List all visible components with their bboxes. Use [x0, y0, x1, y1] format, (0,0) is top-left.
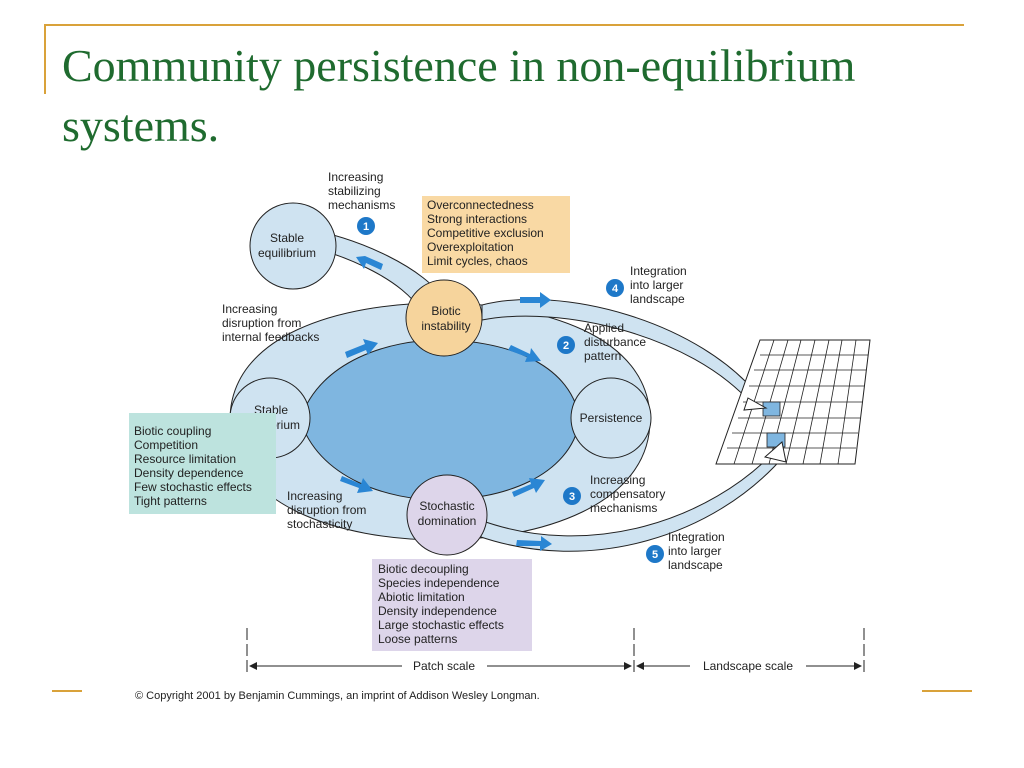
box-item: Few stochastic effects [134, 480, 252, 494]
box-item: Overconnectedness [427, 198, 534, 212]
title-accent-rule [44, 24, 964, 26]
scale-bar [246, 628, 865, 672]
node-persistence: Persistence [570, 377, 652, 459]
label-line: Integration [668, 530, 725, 544]
marker-3: 3 [563, 487, 581, 505]
copyright-notice: © Copyright 2001 by Benjamin Cummings, a… [135, 690, 540, 702]
label-line: Integration [630, 264, 687, 278]
box-item: Species independence [378, 576, 500, 590]
box-item: Loose patterns [378, 632, 457, 646]
box-stable-equilibrium-traits: Biotic coupling Competition Resource lim… [129, 413, 276, 514]
box-item: Density dependence [134, 466, 244, 480]
box-item: Limit cycles, chaos [427, 254, 528, 268]
patch-scale-label: Patch scale [413, 659, 475, 673]
box-item: Strong interactions [427, 212, 527, 226]
label-line: disruption from [222, 316, 301, 330]
label-line: stabilizing [328, 184, 381, 198]
label-disruption-internal: Increasing disruption from internal feed… [222, 302, 319, 344]
flow-arrow-upper-left [345, 339, 378, 358]
marker-1: 1 [357, 217, 375, 235]
box-item: Competition [134, 438, 198, 452]
box-item: Competitive exclusion [427, 226, 544, 240]
node-stable-equilibrium-top: Stable equilibrium [249, 202, 337, 290]
node-label-line: domination [418, 514, 477, 528]
node-label-line: equilibrium [258, 246, 316, 260]
label-integration-top: Integration into larger landscape [630, 264, 687, 306]
label-line: landscape [630, 292, 685, 306]
label-integration-bottom: Integration into larger landscape [668, 530, 725, 572]
label-line: disruption from [287, 503, 366, 517]
label-line: Increasing [328, 170, 383, 184]
landscape-grid [715, 339, 871, 465]
arrowhead-into-grid-top [743, 397, 768, 411]
label-line: compensatory [590, 487, 665, 501]
label-line: pattern [584, 349, 621, 363]
label-line: into larger [668, 544, 721, 558]
box-item: Tight patterns [134, 494, 207, 508]
flow-arrow-landscape-top [520, 292, 551, 308]
marker-number: 1 [363, 221, 369, 233]
label-line: into larger [630, 278, 683, 292]
box-item: Resource limitation [134, 452, 236, 466]
marker-number: 2 [563, 340, 569, 352]
slide-title: Community persistence in non-equilibrium… [62, 40, 856, 151]
marker-5: 5 [646, 545, 664, 563]
landscape-scale-label: Landscape scale [703, 659, 793, 673]
title-accent-rule-left [44, 24, 46, 94]
label-line: mechanisms [328, 198, 395, 212]
flow-arrow-lower-right [512, 478, 545, 497]
label-increasing-stabilizing: Increasing stabilizing mechanisms [328, 170, 395, 212]
label-line: Increasing [222, 302, 277, 316]
flow-arrow-upper-right [508, 345, 541, 362]
label-line: Applied [584, 321, 624, 335]
label-line: Increasing [287, 489, 342, 503]
marker-number: 5 [652, 549, 658, 561]
label-applied-disturbance: Applied disturbance pattern [584, 321, 646, 363]
marker-number: 4 [612, 283, 619, 295]
node-label-line: instability [421, 319, 470, 333]
box-item: Abiotic limitation [378, 590, 465, 604]
box-stochastic-domination-traits: Biotic decoupling Species independence A… [372, 559, 532, 651]
flow-arrow-lower-left [340, 476, 373, 493]
label-line: landscape [668, 558, 723, 572]
box-item: Overexploitation [427, 240, 514, 254]
node-label-line: Stochastic [419, 499, 474, 513]
marker-4: 4 [606, 279, 624, 297]
label-compensatory: Increasing compensatory mechanisms [590, 473, 665, 515]
label-line: internal feedbacks [222, 330, 319, 344]
label-line: disturbance [584, 335, 646, 349]
node-label-line: Stable [270, 231, 304, 245]
box-biotic-instability-causes: Overconnectedness Strong interactions Co… [422, 196, 570, 273]
label-line: Increasing [590, 473, 645, 487]
flow-arrow-to-stable-top [356, 256, 383, 270]
grid-cell-highlight-top [762, 401, 781, 417]
label-disruption-stochastic: Increasing disruption from stochasticity [287, 489, 366, 531]
footer-accent-rule-right [922, 690, 972, 692]
node-biotic-instability: Biotic instability [405, 279, 483, 357]
label-line: stochasticity [287, 517, 352, 531]
node-stochastic-domination: Stochastic domination [406, 474, 488, 556]
marker-number: 3 [569, 491, 575, 503]
flow-arrows [340, 256, 552, 551]
box-item: Biotic coupling [134, 424, 211, 438]
box-item: Large stochastic effects [378, 618, 504, 632]
node-label-line: Persistence [580, 411, 643, 425]
label-line: mechanisms [590, 501, 657, 515]
marker-2: 2 [557, 336, 575, 354]
footer-accent-rule-left [52, 690, 82, 692]
arrowhead-into-grid-bottom [763, 441, 787, 463]
flow-arrow-landscape-bottom [516, 536, 552, 551]
node-label-line: Biotic [431, 304, 460, 318]
box-item: Biotic decoupling [378, 562, 469, 576]
box-item: Density independence [378, 604, 497, 618]
